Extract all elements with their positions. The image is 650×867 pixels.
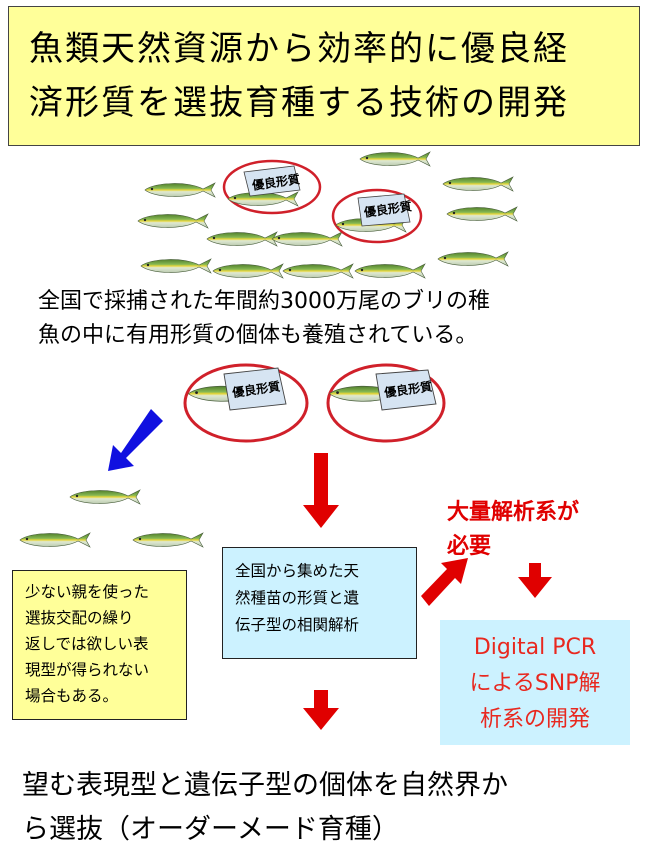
yellow-line-4: 現型が得られない <box>25 661 150 679</box>
title-line-2: 済形質を選抜育種する技術の開発 <box>29 83 569 123</box>
fish-icon <box>212 263 284 279</box>
selected-fish-mid-1: 優良形質 <box>183 363 309 443</box>
red-arrow-diagonal-icon <box>421 558 468 606</box>
pcr-line-1: Digital PCR <box>473 635 597 660</box>
tag-label-4: 優良形質 <box>382 378 433 400</box>
conclusion-text: 望む表現型と遺伝子型の個体を自然界か ら選抜（オーダーメード育種） <box>22 764 508 852</box>
tag-label-2: 優良形質 <box>362 198 413 220</box>
fish-icon <box>282 263 354 279</box>
pcr-line-3: 析系の開発 <box>479 707 590 732</box>
fish-icon <box>19 532 91 548</box>
left-fish-group <box>19 489 204 548</box>
yellow-line-1: 少ない親を使った <box>25 583 150 601</box>
pcr-line-2: によるSNP解 <box>469 671 601 696</box>
fish-icon <box>437 251 509 267</box>
red-arrow-down-1-icon <box>303 453 339 528</box>
red-arrow-down-2-icon <box>303 690 339 730</box>
fish-icon <box>140 258 212 274</box>
fish-icon <box>442 176 514 192</box>
red-arrow-down-3-icon <box>518 563 552 598</box>
bottom-line-2: ら選抜（オーダーメード育種） <box>22 814 399 845</box>
fish-icon <box>271 231 343 247</box>
fish-school <box>137 151 518 279</box>
wild-text-line-2: 魚の中に有用形質の個体も養殖されている。 <box>38 323 478 348</box>
fish-icon <box>354 263 426 279</box>
yellow-line-5: 場合もある。 <box>25 687 119 705</box>
wild-text-line-1: 全国で採捕された年間約3000万尾のブリの稚 <box>38 289 490 314</box>
fish-icon <box>137 213 209 229</box>
tag-label-1: 優良形質 <box>250 171 301 193</box>
yellow-line-3: 返しでは欲しい表 <box>25 635 149 653</box>
correlation-analysis-box: 全国から集めた天 然種苗の形質と遺 伝子型の相関解析 <box>222 547 417 659</box>
fish-icon <box>69 489 141 505</box>
tag-label-3: 優良形質 <box>230 378 281 400</box>
fish-icon <box>144 182 216 198</box>
blue-arrow-icon <box>108 409 163 471</box>
title-line-1: 魚類天然資源から効率的に優良経 <box>29 29 569 69</box>
blue-line-1: 全国から集めた天 <box>235 562 360 580</box>
fish-icon <box>206 231 278 247</box>
fish-icon <box>446 206 518 222</box>
fish-icon <box>132 532 204 548</box>
need-line-2: 必要 <box>447 534 492 559</box>
bottom-line-1: 望む表現型と遺伝子型の個体を自然界か <box>22 770 508 801</box>
mass-analysis-need-label: 大量解析系が 必要 <box>447 496 579 564</box>
fish-icon <box>359 151 431 167</box>
wild-fish-description: 全国で採捕された年間約3000万尾のブリの稚 魚の中に有用形質の個体も養殖されて… <box>38 285 490 353</box>
selected-fish-top-1: 優良形質 <box>222 159 322 215</box>
selected-fish-mid-2: 優良形質 <box>326 363 446 443</box>
title-box: 魚類天然資源から効率的に優良経 済形質を選抜育種する技術の開発 <box>8 6 640 146</box>
digital-pcr-box: Digital PCR によるSNP解 析系の開発 <box>440 620 630 745</box>
yellow-line-2: 選抜交配の繰り <box>25 609 134 627</box>
blue-line-2: 然種苗の形質と遺 <box>235 589 360 607</box>
limitation-note-box: 少ない親を使った 選抜交配の繰り 返しでは欲しい表 現型が得られない 場合もある… <box>12 570 187 720</box>
blue-line-3: 伝子型の相関解析 <box>235 616 360 634</box>
need-line-1: 大量解析系が <box>447 500 580 525</box>
selected-fish-top-2: 優良形質 <box>331 188 423 244</box>
